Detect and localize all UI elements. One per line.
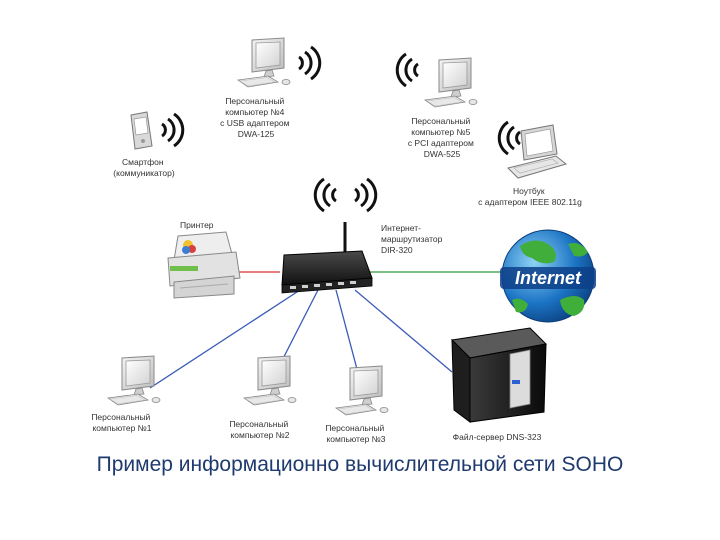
computer-icon [335, 365, 389, 416]
file-server [450, 327, 548, 423]
pc3-label: Персональный компьютер №3 [325, 423, 386, 444]
pc-5 [395, 52, 478, 108]
router-label: Интернет- маршрутизатор DIR-320 [381, 223, 445, 255]
wifi-waves-icon [297, 45, 322, 81]
printer-label: Принтер [180, 220, 214, 230]
computer-icon [107, 355, 161, 406]
network-diagram: Интернет- маршрутизатор DIR-320 Принтер … [91, 37, 596, 444]
pc1-label: Персональный компьютер №1 [91, 412, 152, 433]
pc2-label: Персональный компьютер №2 [229, 419, 290, 440]
diagram-caption: Пример информационно вычислительной сети… [96, 453, 624, 476]
pc-2 [243, 355, 297, 406]
laptop [497, 120, 568, 179]
computer-icon [424, 57, 478, 108]
wifi-waves-icon [497, 120, 522, 156]
pc4-label: Персональный компьютер №4 с USB адаптеро… [220, 96, 292, 139]
wifi-waves-icon [353, 177, 378, 213]
wifi-waves-icon [395, 52, 420, 88]
internet-label: Internet [515, 268, 582, 288]
pc-1 [107, 355, 161, 406]
printer [167, 231, 241, 299]
wifi-waves-icon [313, 177, 338, 213]
computer-icon [237, 37, 291, 88]
pc1-cable [149, 289, 301, 389]
pc-4 [237, 37, 322, 88]
smartphone [130, 111, 185, 150]
router [281, 177, 378, 294]
smartphone-label: Смартфон (коммуникатор) [113, 157, 175, 178]
computer-icon [243, 355, 297, 406]
wifi-waves-icon [160, 112, 185, 148]
laptop-label: Ноутбук с адаптером IEEE 802.11g [478, 186, 582, 207]
pc-3 [335, 365, 389, 416]
nas-label: Файл-сервер DNS-323 [453, 432, 542, 442]
internet-globe: Internet [500, 229, 596, 323]
nas-cable [354, 289, 453, 373]
pc5-label: Персональный компьютер №5 с PCI адаптеро… [408, 116, 476, 159]
